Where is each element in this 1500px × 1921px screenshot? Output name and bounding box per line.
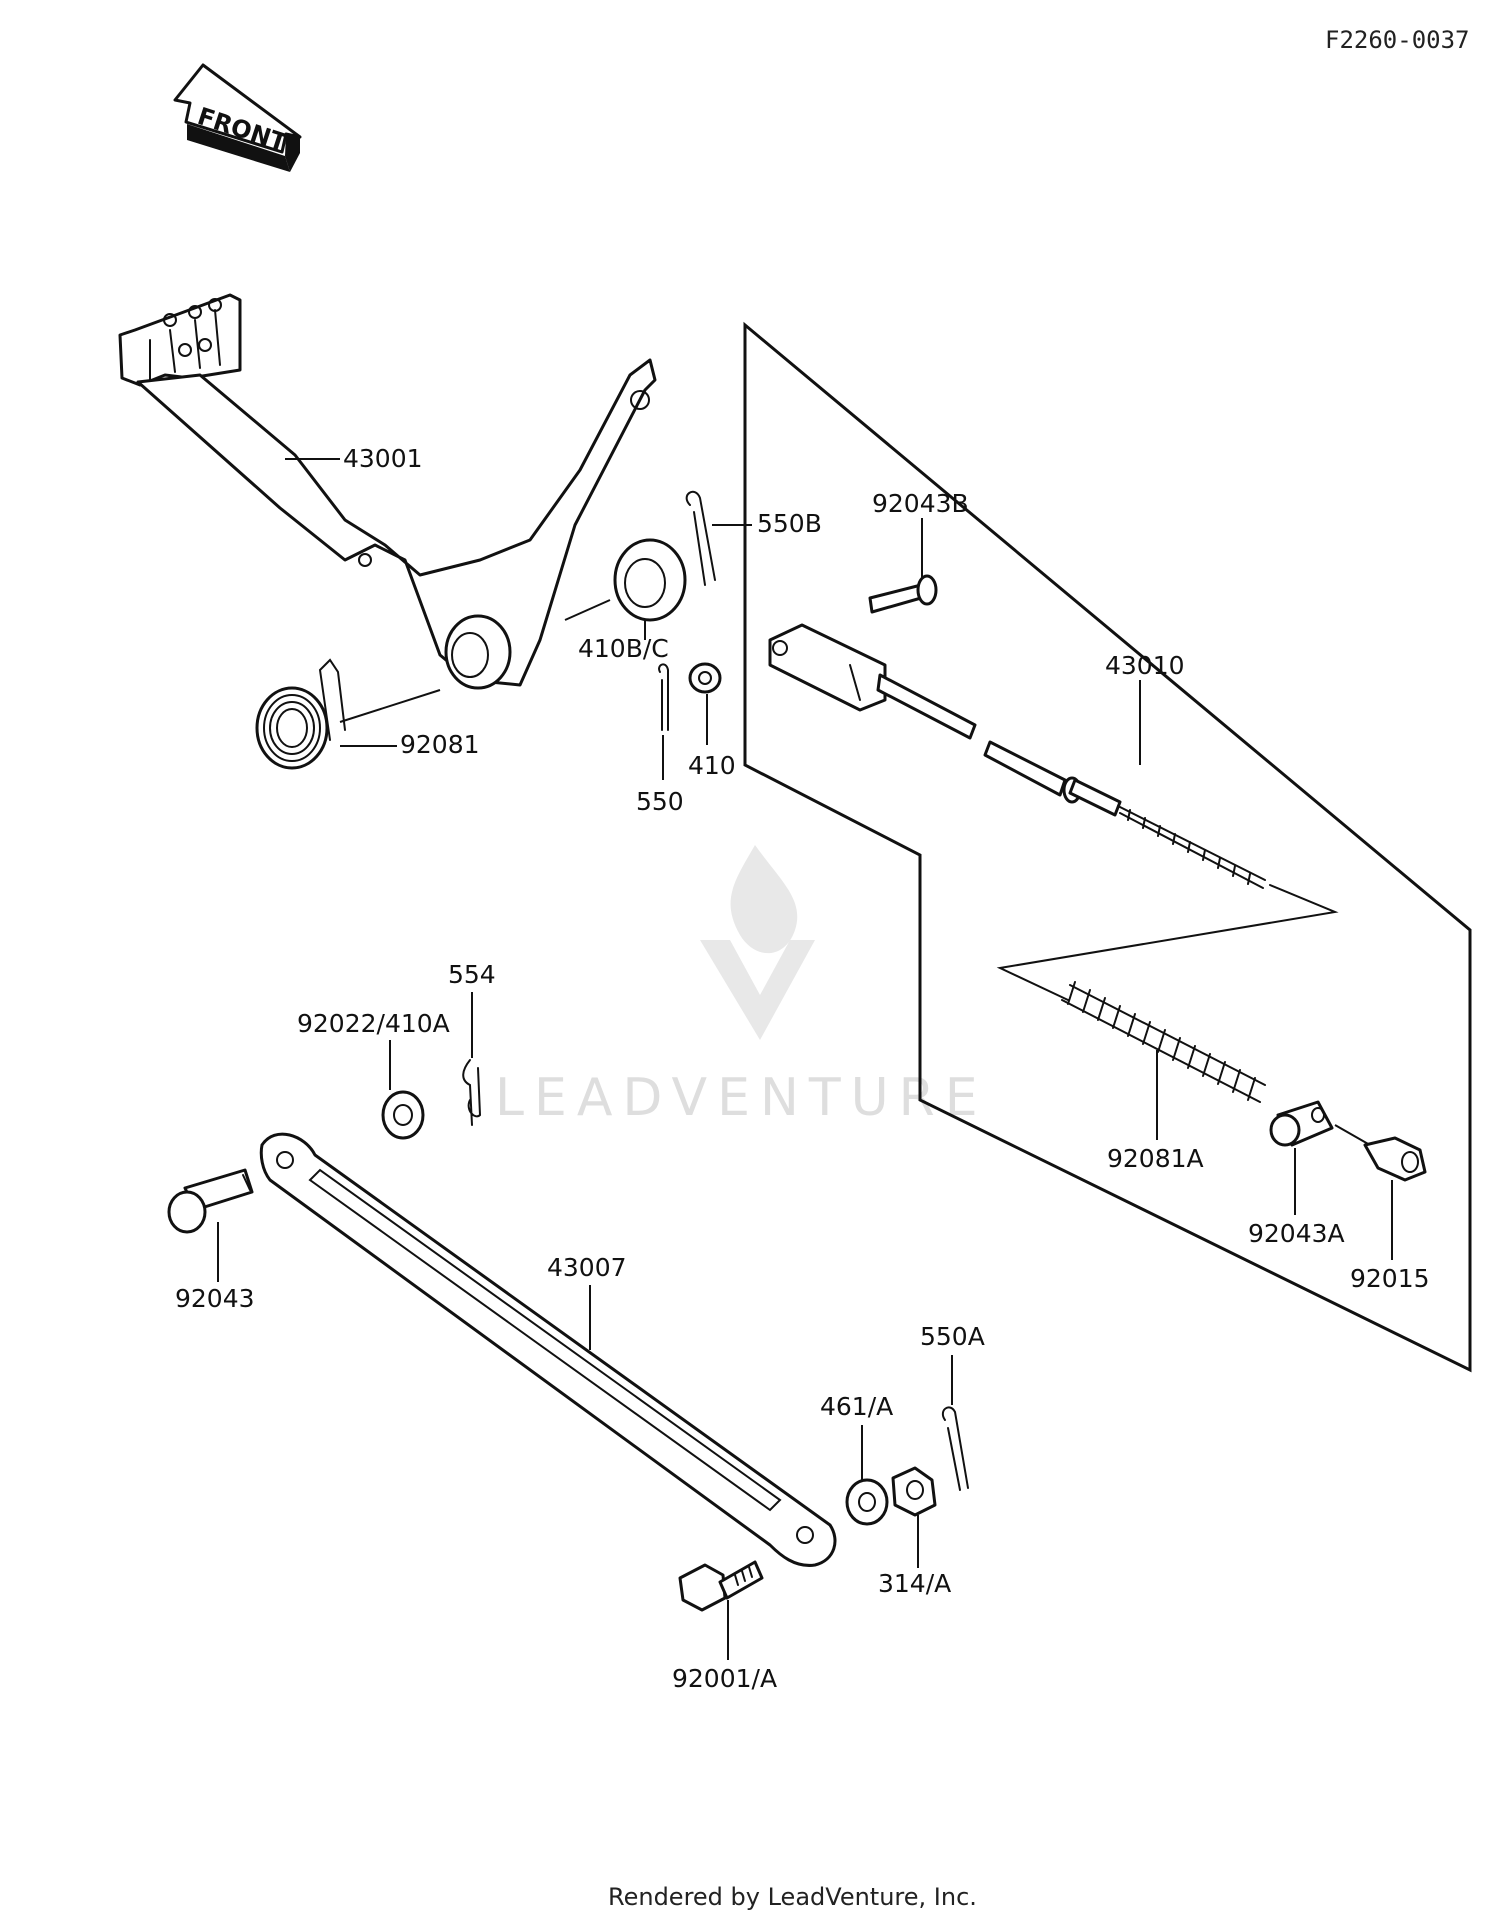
label-550A: 550A — [920, 1322, 985, 1351]
link-rod-43007 — [259, 1132, 837, 1567]
front-arrow-icon: FRONT — [173, 63, 302, 172]
footer-credit: Rendered by LeadVenture, Inc. — [608, 1883, 977, 1911]
cotter-pin-550A — [941, 1406, 969, 1491]
pin-92043B — [868, 574, 938, 614]
washer-410 — [688, 662, 722, 694]
clip-554 — [462, 1059, 482, 1126]
label-92081: 92081 — [400, 730, 480, 759]
label-43001: 43001 — [343, 444, 423, 473]
assembly-frame — [743, 321, 1472, 1373]
label-554: 554 — [448, 960, 496, 989]
cotter-pin-550B — [685, 490, 716, 586]
label-43010: 43010 — [1105, 651, 1185, 680]
label-92001A: 92001/A — [672, 1664, 777, 1693]
label-410: 410 — [688, 751, 736, 780]
bolt-92001A — [678, 1560, 764, 1612]
washer-461A — [845, 1478, 889, 1526]
nut-92015 — [1363, 1136, 1427, 1182]
label-92043: 92043 — [175, 1284, 255, 1313]
brake-pedal-43001 — [118, 293, 657, 690]
leadventure-watermark: LEADVENTURE — [495, 845, 988, 1128]
label-550: 550 — [636, 787, 684, 816]
collar-92043A — [1269, 1100, 1334, 1147]
spring-92081 — [255, 658, 346, 770]
washer-92022-410A — [381, 1090, 425, 1140]
connector-line — [996, 884, 1339, 1001]
label-550B: 550B — [757, 509, 822, 538]
label-92015: 92015 — [1350, 1264, 1430, 1293]
washer-410BC — [613, 538, 687, 622]
label-92081A: 92081A — [1107, 1144, 1204, 1173]
cotter-pin-550 — [658, 663, 669, 731]
brake-rod-43010 — [768, 623, 1266, 889]
label-43007: 43007 — [547, 1253, 627, 1282]
label-92043A: 92043A — [1248, 1219, 1345, 1248]
nut-314A — [891, 1466, 937, 1517]
label-92022-410A: 92022/410A — [297, 1009, 450, 1038]
label-410BC: 410B/C — [578, 634, 669, 663]
label-461A: 461/A — [820, 1392, 893, 1421]
pin-92043 — [167, 1168, 254, 1234]
diagram-code: F2260-0037 — [1325, 26, 1470, 54]
spring-92081A — [1061, 981, 1266, 1103]
watermark-text: LEADVENTURE — [495, 1068, 988, 1128]
label-314A: 314/A — [878, 1569, 951, 1598]
label-92043B: 92043B — [872, 489, 969, 518]
